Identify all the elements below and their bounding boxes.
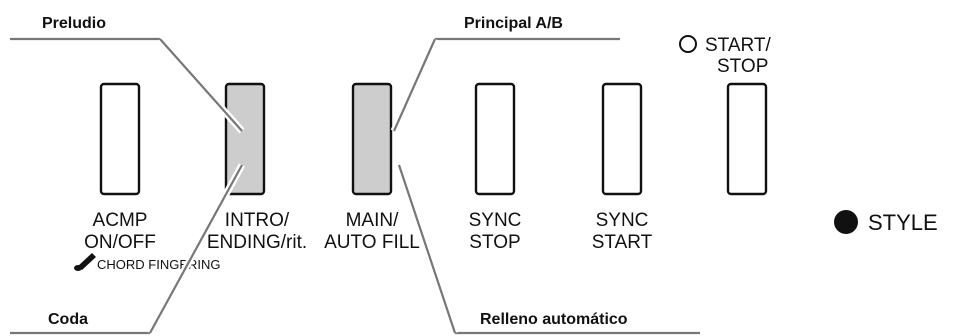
style-label: STYLE	[868, 210, 938, 235]
start-stop-button[interactable]	[726, 82, 768, 196]
chord-fingering-label: CHORD FINGERING	[97, 257, 221, 272]
callout-principal: Principal A/B	[464, 15, 563, 32]
sync-stop-label-line2: STOP	[469, 232, 520, 253]
open-circle-icon	[679, 35, 697, 53]
sync-stop-button[interactable]	[474, 82, 516, 196]
main-label-line2: AUTO FILL	[324, 232, 420, 253]
callout-coda: Coda	[48, 311, 88, 328]
filled-circle-icon	[834, 210, 858, 234]
callout-preludio: Preludio	[42, 15, 106, 32]
acmp-label-line1: ACMP	[93, 210, 148, 231]
sync-stop-label-line1: SYNC	[469, 210, 522, 231]
leader-preludio	[157, 36, 245, 134]
main-auto-fill-button[interactable]	[351, 82, 393, 196]
acmp-label-line2: ON/OFF	[84, 232, 156, 253]
main-label-line1: MAIN/	[346, 210, 400, 231]
start-stop-label-line2: STOP	[717, 56, 768, 77]
sync-start-button[interactable]	[601, 82, 643, 196]
leader-relleno	[395, 163, 459, 335]
intro-ending-button[interactable]	[224, 82, 266, 196]
intro-label-line1: INTRO/	[225, 210, 290, 231]
acmp-button[interactable]	[99, 82, 141, 196]
leader-coda	[146, 163, 246, 335]
note-pencil-icon	[74, 253, 96, 271]
start-stop-label-line1: START/	[705, 35, 772, 56]
intro-label-line2: ENDING/rit.	[207, 232, 307, 253]
sync-start-label-line1: SYNC	[596, 210, 649, 231]
sync-start-label-line2: START	[592, 232, 653, 253]
leader-principal	[390, 37, 439, 133]
callout-relleno: Relleno automático	[480, 311, 628, 328]
